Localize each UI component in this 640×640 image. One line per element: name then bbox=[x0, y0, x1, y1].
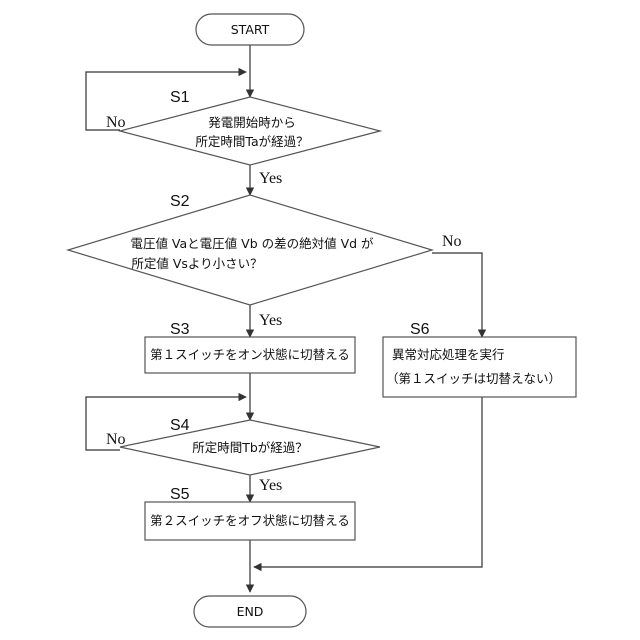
process-s3-label: 第１スイッチをオン状態に切替える bbox=[150, 347, 350, 362]
process-s6: S6 異常対応処理を実行 （第１スイッチは切替えない） bbox=[383, 321, 576, 397]
process-s6-line1: 異常対応処理を実行 bbox=[392, 347, 505, 362]
end-terminal: END bbox=[194, 596, 306, 627]
s2-no-label: No bbox=[442, 233, 462, 250]
s4-no-label: No bbox=[106, 431, 126, 448]
end-label: END bbox=[237, 604, 264, 619]
arrow-s2-no-to-s6 bbox=[432, 253, 482, 337]
decision-s4: S4 所定時間Tbが経過？ No Yes bbox=[106, 417, 380, 494]
start-label: START bbox=[231, 22, 270, 37]
s4-yes-label: Yes bbox=[259, 477, 282, 494]
decision-s2: S2 電圧値 Vaと電圧値 Vb の差の絶対値 Vd が 所定値 Vsより小さい… bbox=[68, 193, 462, 329]
decision-s1-line2: 所定時間Taが経過？ bbox=[195, 134, 308, 149]
decision-s1: S1 発電開始時から 所定時間Taが経過？ No Yes bbox=[106, 89, 380, 187]
step-id-s6: S6 bbox=[410, 321, 430, 338]
process-s5-label: 第２スイッチをオフ状態に切替える bbox=[150, 513, 350, 528]
s1-yes-label: Yes bbox=[259, 170, 282, 187]
step-id-s2: S2 bbox=[170, 193, 190, 210]
step-id-s3: S3 bbox=[170, 321, 190, 338]
process-s6-shape bbox=[383, 337, 576, 397]
process-s6-line2: （第１スイッチは切替えない） bbox=[386, 371, 561, 386]
decision-s4-label: 所定時間Tbが経過？ bbox=[192, 440, 308, 455]
decision-s2-line1: 電圧値 Vaと電圧値 Vb の差の絶対値 Vd が bbox=[130, 236, 374, 251]
decision-s1-line1: 発電開始時から bbox=[208, 115, 296, 130]
s2-yes-label: Yes bbox=[259, 312, 282, 329]
step-id-s4: S4 bbox=[170, 417, 190, 434]
s1-no-label: No bbox=[106, 114, 126, 131]
start-terminal: START bbox=[196, 14, 304, 45]
decision-s1-shape bbox=[120, 97, 380, 165]
decision-s2-line2: 所定値 Vsより小さい？ bbox=[131, 256, 262, 271]
step-id-s5: S5 bbox=[170, 486, 190, 503]
step-id-s1: S1 bbox=[170, 89, 190, 106]
arrow-s6-to-end bbox=[254, 397, 482, 567]
